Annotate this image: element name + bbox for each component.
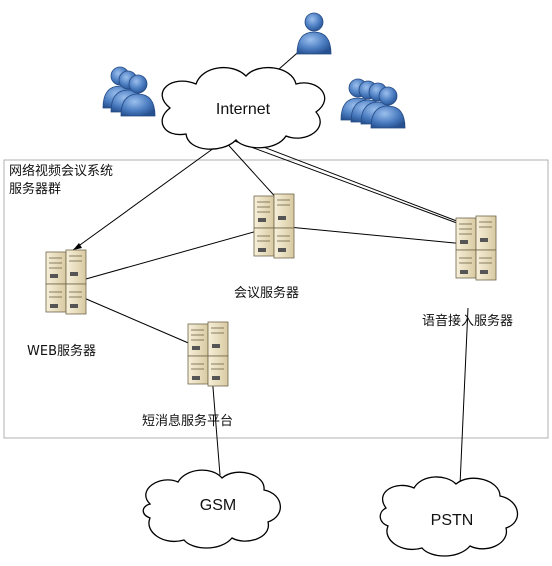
link-voice-pstn [459, 307, 469, 486]
server-group-border [3, 159, 549, 439]
voice-server-label: 语音接入服务器 [422, 314, 514, 329]
user-icon-top [296, 12, 332, 55]
internet-label: Internet [215, 101, 271, 118]
user-group-icon-left [102, 66, 156, 117]
link-web-sms [83, 297, 201, 349]
pstn-cloud [379, 476, 518, 557]
server-group-title: 网络视频会议系统服务器群 [9, 164, 114, 197]
web-server-icon [45, 249, 87, 315]
voice-server-icon [455, 215, 497, 281]
gsm-label: GSM [199, 497, 237, 514]
link-conference-web [67, 227, 269, 285]
link-internet-voice-2 [239, 137, 476, 229]
link-internet-web [72, 139, 226, 251]
user-group-icon-right [340, 78, 406, 129]
link-internet-conference [221, 137, 281, 203]
conference-server-label: 会议服务器 [234, 286, 300, 301]
gsm-cloud [142, 469, 281, 549]
link-internet-voice [231, 139, 466, 227]
link-voice-conference [277, 225, 466, 245]
pstn-label: PSTN [430, 512, 474, 529]
web-server-label: WEB服务器 [27, 344, 96, 359]
internet-cloud [161, 66, 326, 150]
sms-server-label: 短消息服务平台 [142, 414, 234, 429]
sms-server-icon [187, 321, 229, 387]
conference-server-icon [253, 193, 295, 259]
connections [67, 39, 476, 486]
